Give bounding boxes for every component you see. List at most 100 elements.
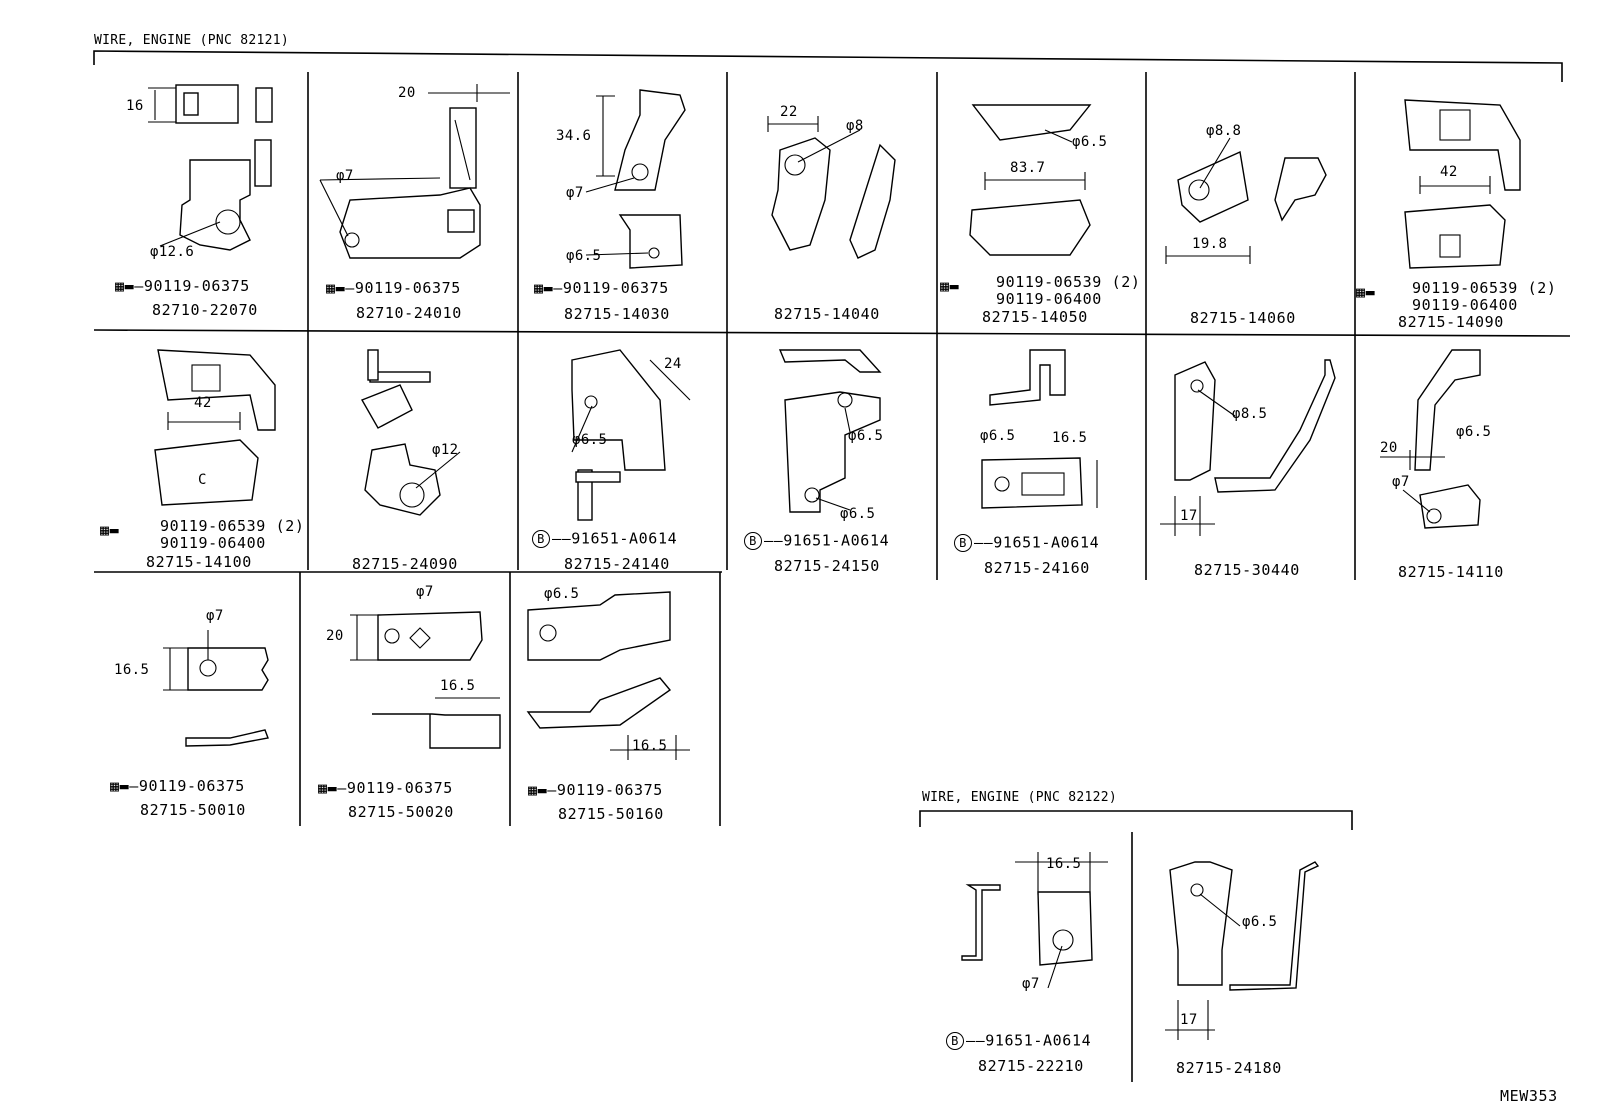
part-drawing-82715-14040	[767, 116, 896, 259]
dim-label: φ6.5	[566, 248, 602, 264]
part-number: 82715-24090	[352, 555, 458, 573]
circled-b-icon: B	[532, 530, 550, 548]
bolt-callout: B——91651-A0614	[946, 1032, 1091, 1050]
dim-label: φ8.8	[1206, 123, 1242, 139]
part-drawing-82715-50010	[163, 630, 269, 747]
dim-label: φ6.5	[1456, 424, 1492, 440]
dim-label: φ6.5	[848, 428, 884, 444]
part-number: 82715-14050	[982, 308, 1088, 326]
dim-label: 17	[1180, 508, 1198, 524]
bolt-part: 90119-06539 (2)	[996, 273, 1141, 291]
dim-label: 34.6	[556, 128, 592, 144]
part-number: 82715-22210	[978, 1057, 1084, 1075]
part-drawing-82715-14030	[585, 89, 686, 269]
dim-label: 16.5	[440, 678, 476, 694]
part-number: 82715-24160	[984, 559, 1090, 577]
diagram-id: MEW353	[1500, 1087, 1558, 1105]
bolt-callout: ▦▬—90119-06375	[534, 279, 669, 297]
bolt-callout: ▦▬—90119-06375	[318, 779, 453, 797]
part-number: 82715-14100	[146, 553, 252, 571]
part-drawing-82715-14100	[154, 349, 276, 506]
part-number: 82710-22070	[152, 301, 258, 319]
bolt-callout: ▦▬—90119-06375	[115, 277, 250, 295]
dim-label: 16.5	[114, 662, 150, 678]
part-drawing-82715-14060	[1165, 137, 1327, 264]
bolt-part: 90119-06400	[1412, 296, 1518, 314]
dim-label: φ6.5	[840, 506, 876, 522]
bolt-part: 90119-06539 (2)	[160, 517, 305, 535]
dim-label: 83.7	[1010, 160, 1046, 176]
part-drawing-82715-14050	[969, 104, 1092, 256]
bolt-callout: B——91651-A0614	[532, 530, 677, 548]
dim-label: φ7	[1022, 976, 1040, 992]
dim-label: 42	[194, 395, 212, 411]
dim-label: 42	[1440, 164, 1458, 180]
dim-label: 20	[1380, 440, 1398, 456]
part-drawing-82715-30440	[1160, 359, 1336, 536]
dim-label: φ7	[336, 168, 354, 184]
hex-bolt-icon: ▦▬	[528, 781, 548, 799]
dim-label: φ12	[432, 442, 459, 458]
part-drawing-82715-24140	[571, 349, 691, 521]
part-drawing-82715-14090	[1404, 99, 1521, 269]
section-title-pnc-82121: WIRE, ENGINE (PNC 82121)	[94, 33, 290, 48]
hex-bolt-icon: ▦▬	[115, 277, 135, 295]
part-number: 82715-14090	[1398, 313, 1504, 331]
dim-label: 22	[780, 104, 798, 120]
part-drawing-82715-50020	[350, 611, 501, 749]
bolt-callout: ▦▬—90119-06375	[110, 777, 245, 795]
part-drawing-82715-24180	[1165, 861, 1320, 1040]
part-number: 82710-24010	[356, 304, 462, 322]
dim-label: φ12.6	[150, 244, 195, 260]
part-drawing-82715-14110	[1380, 349, 1481, 529]
dim-label: φ6.5	[544, 586, 580, 602]
part-number: 82715-14040	[774, 305, 880, 323]
dim-label: 16.5	[1046, 856, 1082, 872]
section-title-pnc-82122: WIRE, ENGINE (PNC 82122)	[922, 790, 1118, 805]
bolt-part: 90119-06400	[996, 290, 1102, 308]
part-number: 82715-30440	[1194, 561, 1300, 579]
hex-bolt-icon: ▦▬	[326, 279, 346, 297]
hex-bolt-icon: ▦▬	[100, 521, 120, 539]
dim-label: φ6.5	[1242, 914, 1278, 930]
part-drawing-82710-22070	[148, 84, 273, 251]
hex-bolt-icon: ▦▬	[110, 777, 130, 795]
circled-b-icon: B	[744, 532, 762, 550]
part-drawing-82715-24160	[981, 349, 1098, 509]
part-number: 82715-50020	[348, 803, 454, 821]
hex-bolt-icon: ▦▬	[940, 277, 960, 295]
bolt-callout: ▦▬—90119-06375	[326, 279, 461, 297]
circled-b-icon: B	[954, 534, 972, 552]
bolt-part: 90119-06539 (2)	[1412, 279, 1557, 297]
dim-label: 17	[1180, 1012, 1198, 1028]
part-drawing-82715-24150	[778, 349, 882, 513]
dim-label: 20	[326, 628, 344, 644]
dim-label: 24	[664, 356, 682, 372]
part-number: 82715-50160	[558, 805, 664, 823]
hex-bolt-icon: ▦▬	[1356, 283, 1376, 301]
bolt-part: 90119-06400	[160, 534, 266, 552]
dim-label: 20	[398, 85, 416, 101]
dim-label: φ8	[846, 118, 864, 134]
part-drawing-82715-50160	[526, 591, 690, 760]
part-number: 82715-50010	[140, 801, 246, 819]
dim-label: φ6.5	[980, 428, 1016, 444]
dim-label: 16.5	[632, 738, 668, 754]
part-number: 82715-14030	[564, 305, 670, 323]
dim-label: 19.8	[1192, 236, 1228, 252]
part-number: 82715-24140	[564, 555, 670, 573]
hex-bolt-icon: ▦▬	[534, 279, 554, 297]
hex-bolt-icon: ▦▬	[318, 779, 338, 797]
part-number: 82715-14060	[1190, 309, 1296, 327]
dim-label: φ7	[206, 608, 224, 624]
dim-label: φ7	[416, 584, 434, 600]
bolt-callout: B——91651-A0614	[954, 534, 1099, 552]
bolt-callout: ▦▬	[940, 278, 959, 294]
part-number: 82715-24180	[1176, 1059, 1282, 1077]
dim-label: 16.5	[1052, 430, 1088, 446]
circled-b-icon: B	[946, 1032, 964, 1050]
part-number: 82715-24150	[774, 557, 880, 575]
bolt-callout: B——91651-A0614	[744, 532, 889, 550]
